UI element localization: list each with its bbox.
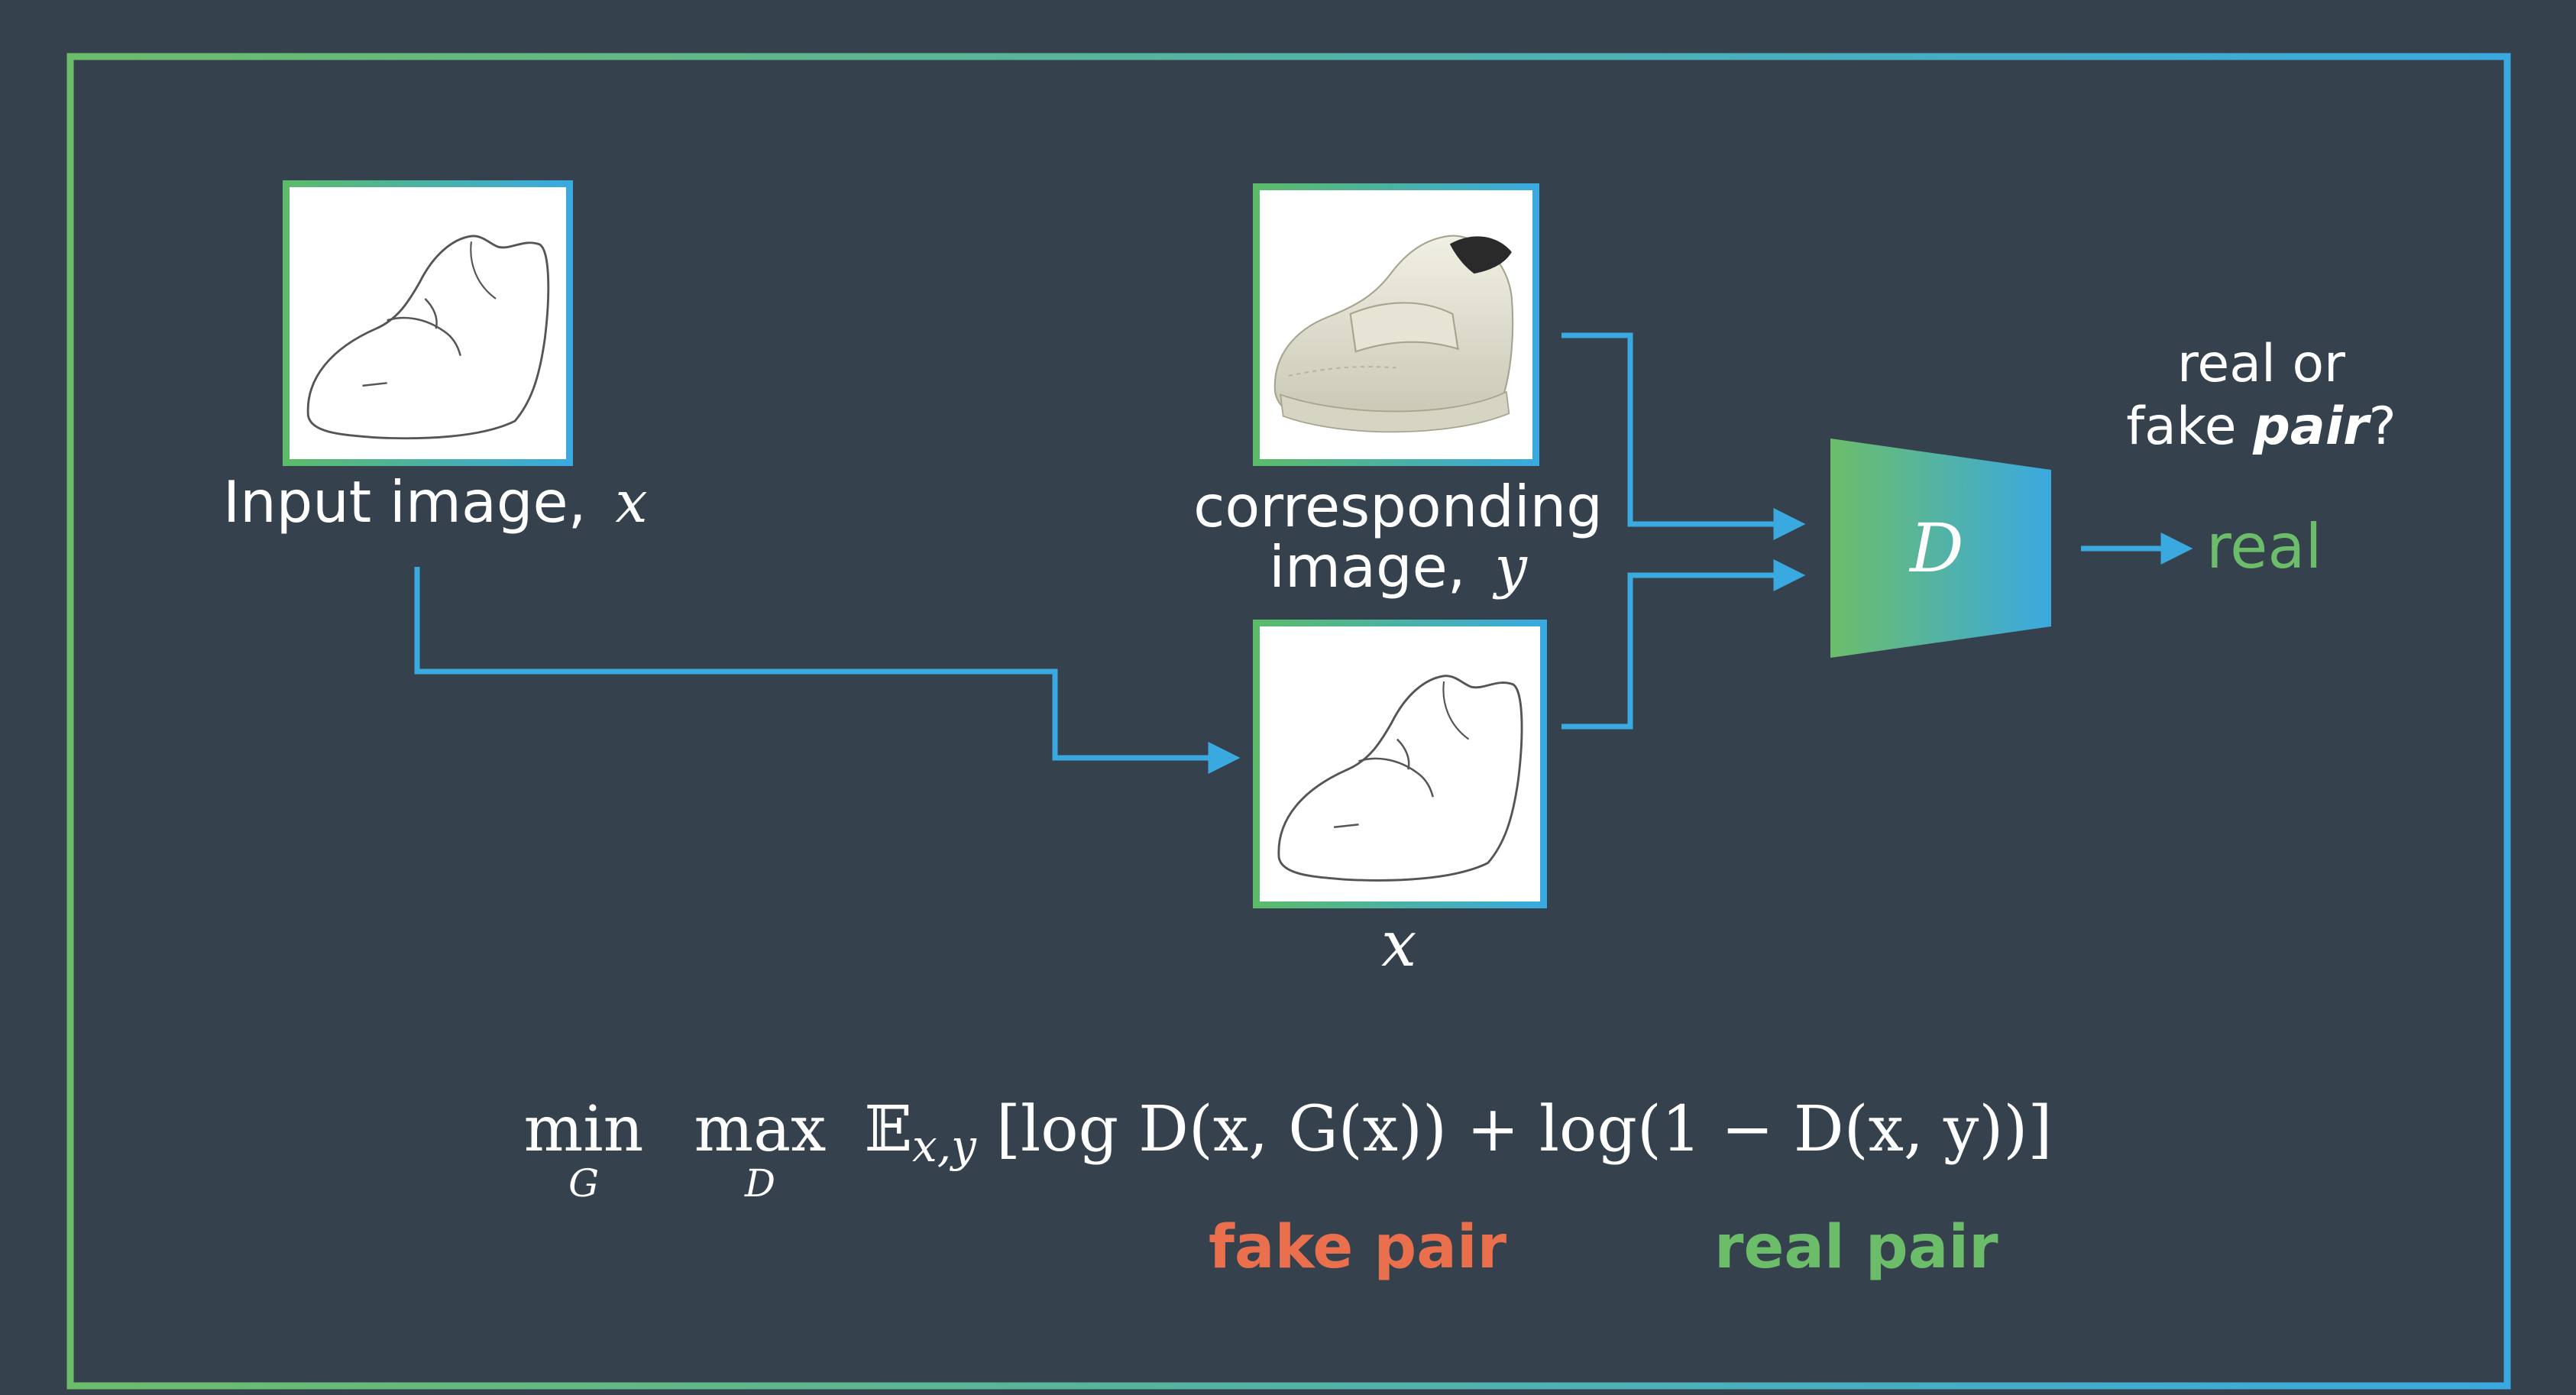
outer-frame	[66, 53, 2511, 1390]
output-label: real	[2206, 511, 2322, 582]
input-image-var: x	[615, 468, 648, 536]
shoe-photo-icon	[1273, 235, 1514, 433]
corresponding-image-label: corresponding image, y	[1192, 478, 1604, 596]
arrow-y-to-discriminator	[1561, 332, 1806, 540]
real-or-fake-question: real or fake pair?	[2116, 333, 2406, 458]
discriminator-block	[1830, 439, 2051, 658]
real-pair-label: real pair	[1714, 1213, 1998, 1282]
min-subscript: G	[568, 1161, 600, 1206]
shoe-sketch-icon	[306, 235, 550, 440]
question-prefix: fake	[2126, 396, 2254, 457]
fake-pair-label: fake pair	[1209, 1213, 1507, 1282]
corresponding-image	[1253, 183, 1539, 466]
arrow-x-to-discriminator	[1561, 559, 1806, 730]
min-text: min	[523, 1093, 644, 1166]
paired-input-image	[1253, 620, 1547, 908]
max-text: max	[694, 1093, 827, 1166]
corresponding-label-line2: image,	[1269, 533, 1466, 600]
max-operator: max D	[694, 1099, 827, 1206]
corresponding-image-var: y	[1494, 533, 1527, 600]
shoe-sketch-icon	[1277, 675, 1523, 882]
max-subscript: D	[744, 1161, 776, 1206]
question-line1: real or	[2176, 334, 2346, 394]
objective-equation: min G max D 𝔼x,y [log D(x, G(x)) + log(1…	[0, 1099, 2576, 1206]
expectation: 𝔼x,y	[864, 1093, 997, 1169]
paired-input-var: x	[1381, 908, 1417, 981]
input-image-label-text: Input image,	[223, 468, 587, 536]
expectation-symbol: 𝔼	[864, 1093, 913, 1166]
input-image	[283, 180, 573, 466]
objective-body: [log D(x, G(x)) + log(1 − D(x, y))]	[996, 1093, 2053, 1166]
input-image-label: Input image, x	[223, 474, 648, 531]
arrow-input-to-pair	[414, 567, 1241, 774]
question-suffix: ?	[2368, 396, 2396, 457]
corresponding-label-line1: corresponding	[1193, 473, 1603, 540]
question-emphasis: pair	[2253, 396, 2369, 457]
min-operator: min G	[524, 1099, 644, 1206]
expectation-subscript: x,y	[912, 1120, 976, 1172]
discriminator-label: D	[1910, 509, 1964, 587]
